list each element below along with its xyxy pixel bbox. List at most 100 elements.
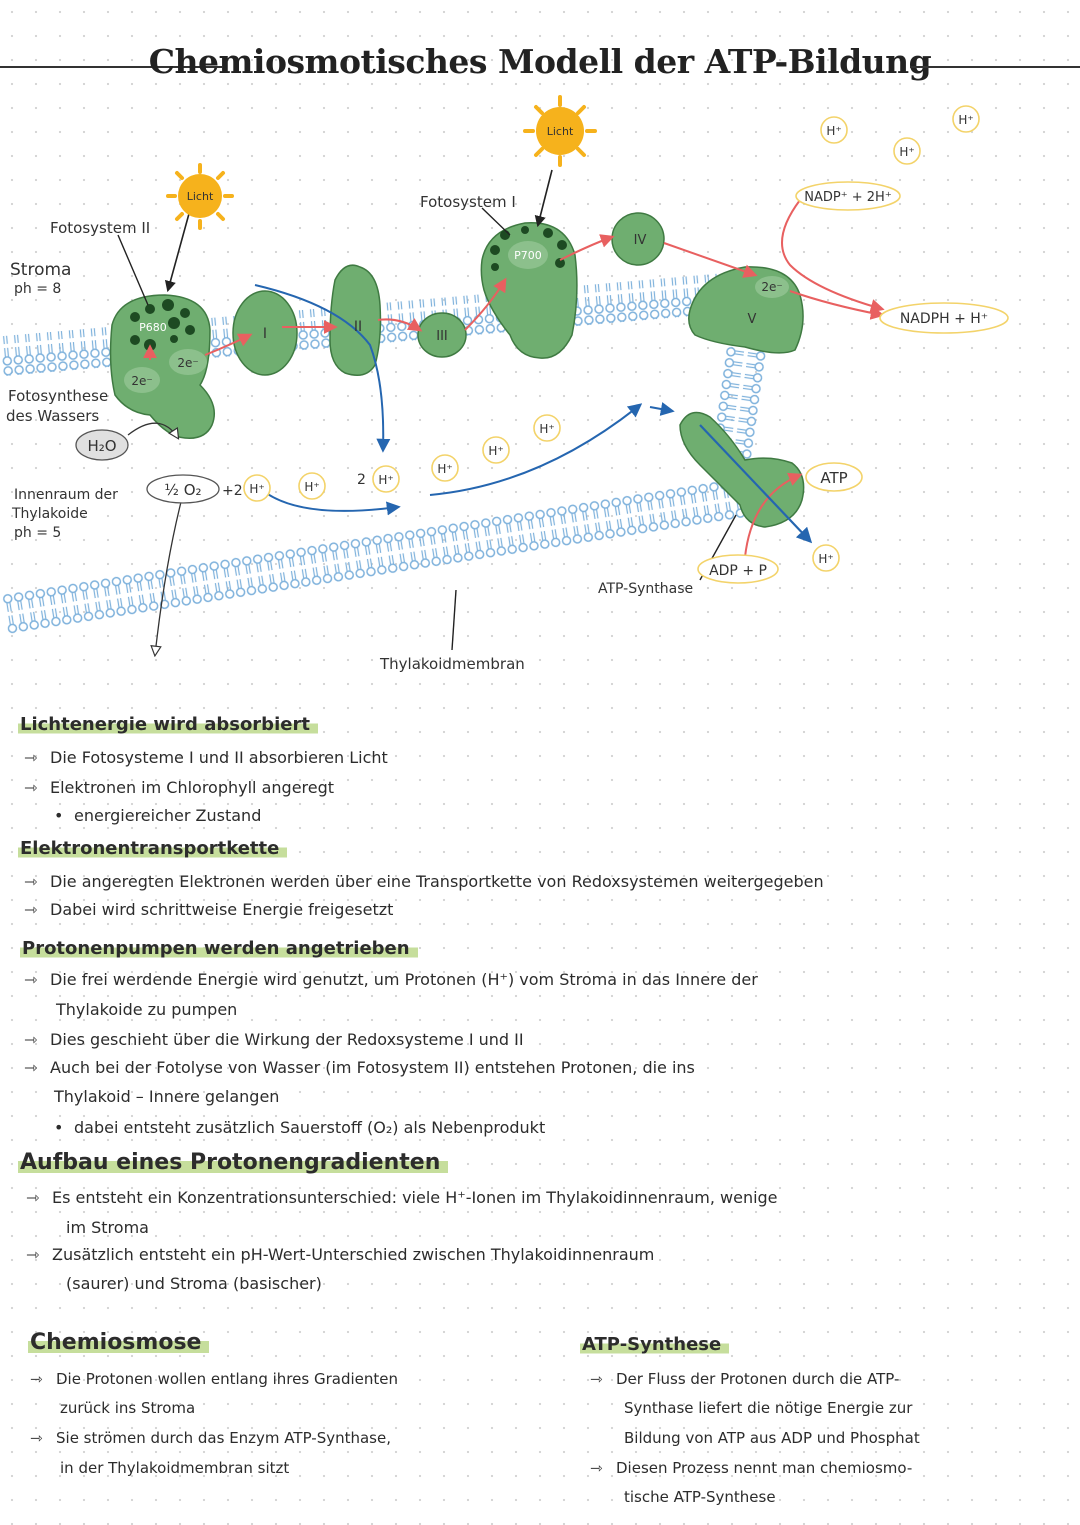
proton-label: H⁺ bbox=[958, 113, 973, 127]
complex-2-protein bbox=[329, 264, 382, 376]
note-line: ⇾Elektronen im Chlorophyll angeregt bbox=[24, 778, 335, 797]
fotosystem-1-label: Fotosystem I bbox=[420, 193, 516, 211]
o2-label: ½ O₂ bbox=[164, 481, 201, 499]
p680-label: P680 bbox=[139, 321, 167, 334]
proton-badge-stroma-1: H⁺ bbox=[820, 116, 848, 144]
title-row: Chemiosmotisches Modell der ATP-Bildung bbox=[0, 38, 1080, 98]
fs2-inner-2e bbox=[169, 349, 207, 375]
fotolyse-label-2: des Wassers bbox=[6, 407, 99, 425]
plus-2-label: +2 bbox=[222, 483, 243, 499]
note-line: ⇾Die Protonen wollen entlang ihres Gradi… bbox=[30, 1370, 398, 1388]
section-title-licht: Lichtenergie wird absorbiert bbox=[18, 714, 318, 735]
o2-badge bbox=[146, 474, 220, 504]
proton-label: H⁺ bbox=[826, 124, 841, 138]
atp-synthase-label: ATP-Synthase bbox=[598, 581, 693, 597]
bullet-icon: • bbox=[54, 1118, 64, 1137]
complex-1-protein bbox=[232, 290, 298, 376]
sun-icon-fs2: Licht bbox=[166, 163, 234, 230]
two-label: 2 bbox=[357, 472, 366, 488]
fotosystem-2-label: Fotosystem II bbox=[50, 219, 150, 237]
lower-membrane bbox=[1, 475, 759, 635]
proton-badge-3: H⁺ bbox=[372, 465, 400, 493]
arrow-icon: ⇾ bbox=[24, 900, 38, 919]
membrane-pointer bbox=[451, 589, 457, 651]
note-bullet: •energiereicher Zustand bbox=[54, 806, 262, 825]
innenraum-label-2: Thylakoide bbox=[11, 506, 88, 522]
electron-arrow-ii-iii bbox=[377, 318, 423, 332]
arrow-icon: ⇾ bbox=[590, 1459, 603, 1477]
label-pointer-fs2 bbox=[117, 234, 149, 306]
adp-label: ADP + P bbox=[709, 563, 767, 579]
p700-core bbox=[508, 241, 548, 269]
section-title-atp-synthese: ATP-Synthese bbox=[580, 1334, 730, 1355]
proton-badge-exit: H⁺ bbox=[812, 544, 840, 572]
arrow-icon: ⇾ bbox=[24, 748, 38, 767]
h2o-arrow bbox=[127, 422, 178, 438]
note-line-cont: (saurer) und Stroma (basischer) bbox=[66, 1274, 322, 1293]
section-title-chemiosmose: Chemiosmose bbox=[28, 1330, 210, 1355]
note-line: ⇾Sie strömen durch das Enzym ATP-Synthas… bbox=[30, 1429, 391, 1447]
proton-label: H⁺ bbox=[378, 473, 393, 487]
nadp-label: NADP⁺ + 2H⁺ bbox=[804, 190, 891, 205]
proton-arrow-to-2h bbox=[261, 489, 401, 516]
nadp-badge: NADP⁺ + 2H⁺ bbox=[795, 181, 901, 211]
note-line: ⇾Auch bei der Fotolyse von Wasser (im Fo… bbox=[24, 1058, 695, 1077]
fs2-2e-label: 2e⁻ bbox=[177, 356, 198, 370]
stroma-label: Stroma bbox=[10, 260, 71, 280]
proton-badge-2: H⁺ bbox=[298, 472, 326, 500]
arrow-icon: ⇾ bbox=[30, 1370, 43, 1388]
title-rule-right bbox=[910, 66, 1080, 68]
membrane-bend bbox=[710, 322, 770, 468]
complex-1-label: I bbox=[263, 326, 267, 342]
note-line-cont: Thylakoid – Innere gelangen bbox=[54, 1087, 280, 1106]
complex-3-protein bbox=[417, 312, 467, 358]
proton-badge-6: H⁺ bbox=[533, 414, 561, 442]
note-line-cont: tische ATP-Synthese bbox=[624, 1488, 776, 1506]
proton-badge-1: H⁺ bbox=[243, 474, 271, 502]
adp-badge: ADP + P bbox=[697, 554, 779, 584]
arrow-icon: ⇾ bbox=[26, 1245, 40, 1264]
proton-label: H⁺ bbox=[437, 462, 452, 476]
arrow-icon: ⇾ bbox=[30, 1429, 43, 1447]
note-line: ⇾Zusätzlich entsteht ein pH-Wert-Untersc… bbox=[26, 1245, 655, 1264]
arrow-icon: ⇾ bbox=[24, 1030, 38, 1049]
label-pointer-fs1 bbox=[481, 207, 511, 236]
section-title-protonenpumpen: Protonenpumpen werden angetrieben bbox=[20, 938, 418, 959]
arrow-icon: ⇾ bbox=[26, 1188, 40, 1207]
fs2-inner-2e-lower bbox=[124, 367, 160, 393]
proton-label: H⁺ bbox=[539, 422, 554, 436]
complex-5-label: V bbox=[748, 312, 757, 327]
electron-arrow-v-nadph bbox=[789, 290, 885, 320]
complex-3-label: III bbox=[436, 329, 448, 344]
proton-label: H⁺ bbox=[818, 552, 833, 566]
proton-label: H⁺ bbox=[249, 482, 264, 496]
complex-2-label: II bbox=[354, 319, 362, 335]
arrow-icon: ⇾ bbox=[590, 1370, 603, 1388]
note-line-cont: Bildung von ATP aus ADP und Phosphat bbox=[624, 1429, 920, 1447]
proton-label: H⁺ bbox=[488, 444, 503, 458]
note-line: ⇾Der Fluss der Protonen durch die ATP- bbox=[590, 1370, 900, 1388]
p700-label: P700 bbox=[514, 249, 542, 262]
sun-icon-fs1: Licht bbox=[523, 95, 597, 167]
note-line-cont: Thylakoide zu pumpen bbox=[56, 1000, 238, 1019]
proton-badge-4: H⁺ bbox=[431, 454, 459, 482]
arrow-icon: ⇾ bbox=[24, 778, 38, 797]
proton-arrow-through-synthase bbox=[699, 424, 813, 544]
light-arrow-fs2 bbox=[164, 209, 191, 293]
note-line: ⇾Die frei werdende Energie wird genutzt,… bbox=[24, 970, 758, 989]
h2o-badge bbox=[75, 429, 129, 461]
note-line-cont: zurück ins Stroma bbox=[60, 1399, 196, 1417]
section-title-elektronen: Elektronentransportkette bbox=[18, 838, 288, 859]
nadph-badge: NADPH + H⁺ bbox=[879, 302, 1009, 334]
electron-arrow-iii-fs1 bbox=[464, 277, 507, 331]
proton-label: H⁺ bbox=[304, 480, 319, 494]
proton-arrow-top-return bbox=[649, 402, 675, 416]
proton-badge-5: H⁺ bbox=[482, 436, 510, 464]
proton-arrow-down bbox=[254, 284, 391, 453]
fs2-2e-lower-label: 2e⁻ bbox=[131, 374, 152, 388]
atp-label: ATP bbox=[820, 469, 847, 487]
note-line: ⇾Diesen Prozess nennt man chemiosmo- bbox=[590, 1459, 913, 1477]
electron-arrow-fs1-iv bbox=[559, 234, 615, 261]
arrow-icon: ⇾ bbox=[24, 1058, 38, 1077]
membrane-label: Thylakoidmembran bbox=[379, 655, 525, 673]
